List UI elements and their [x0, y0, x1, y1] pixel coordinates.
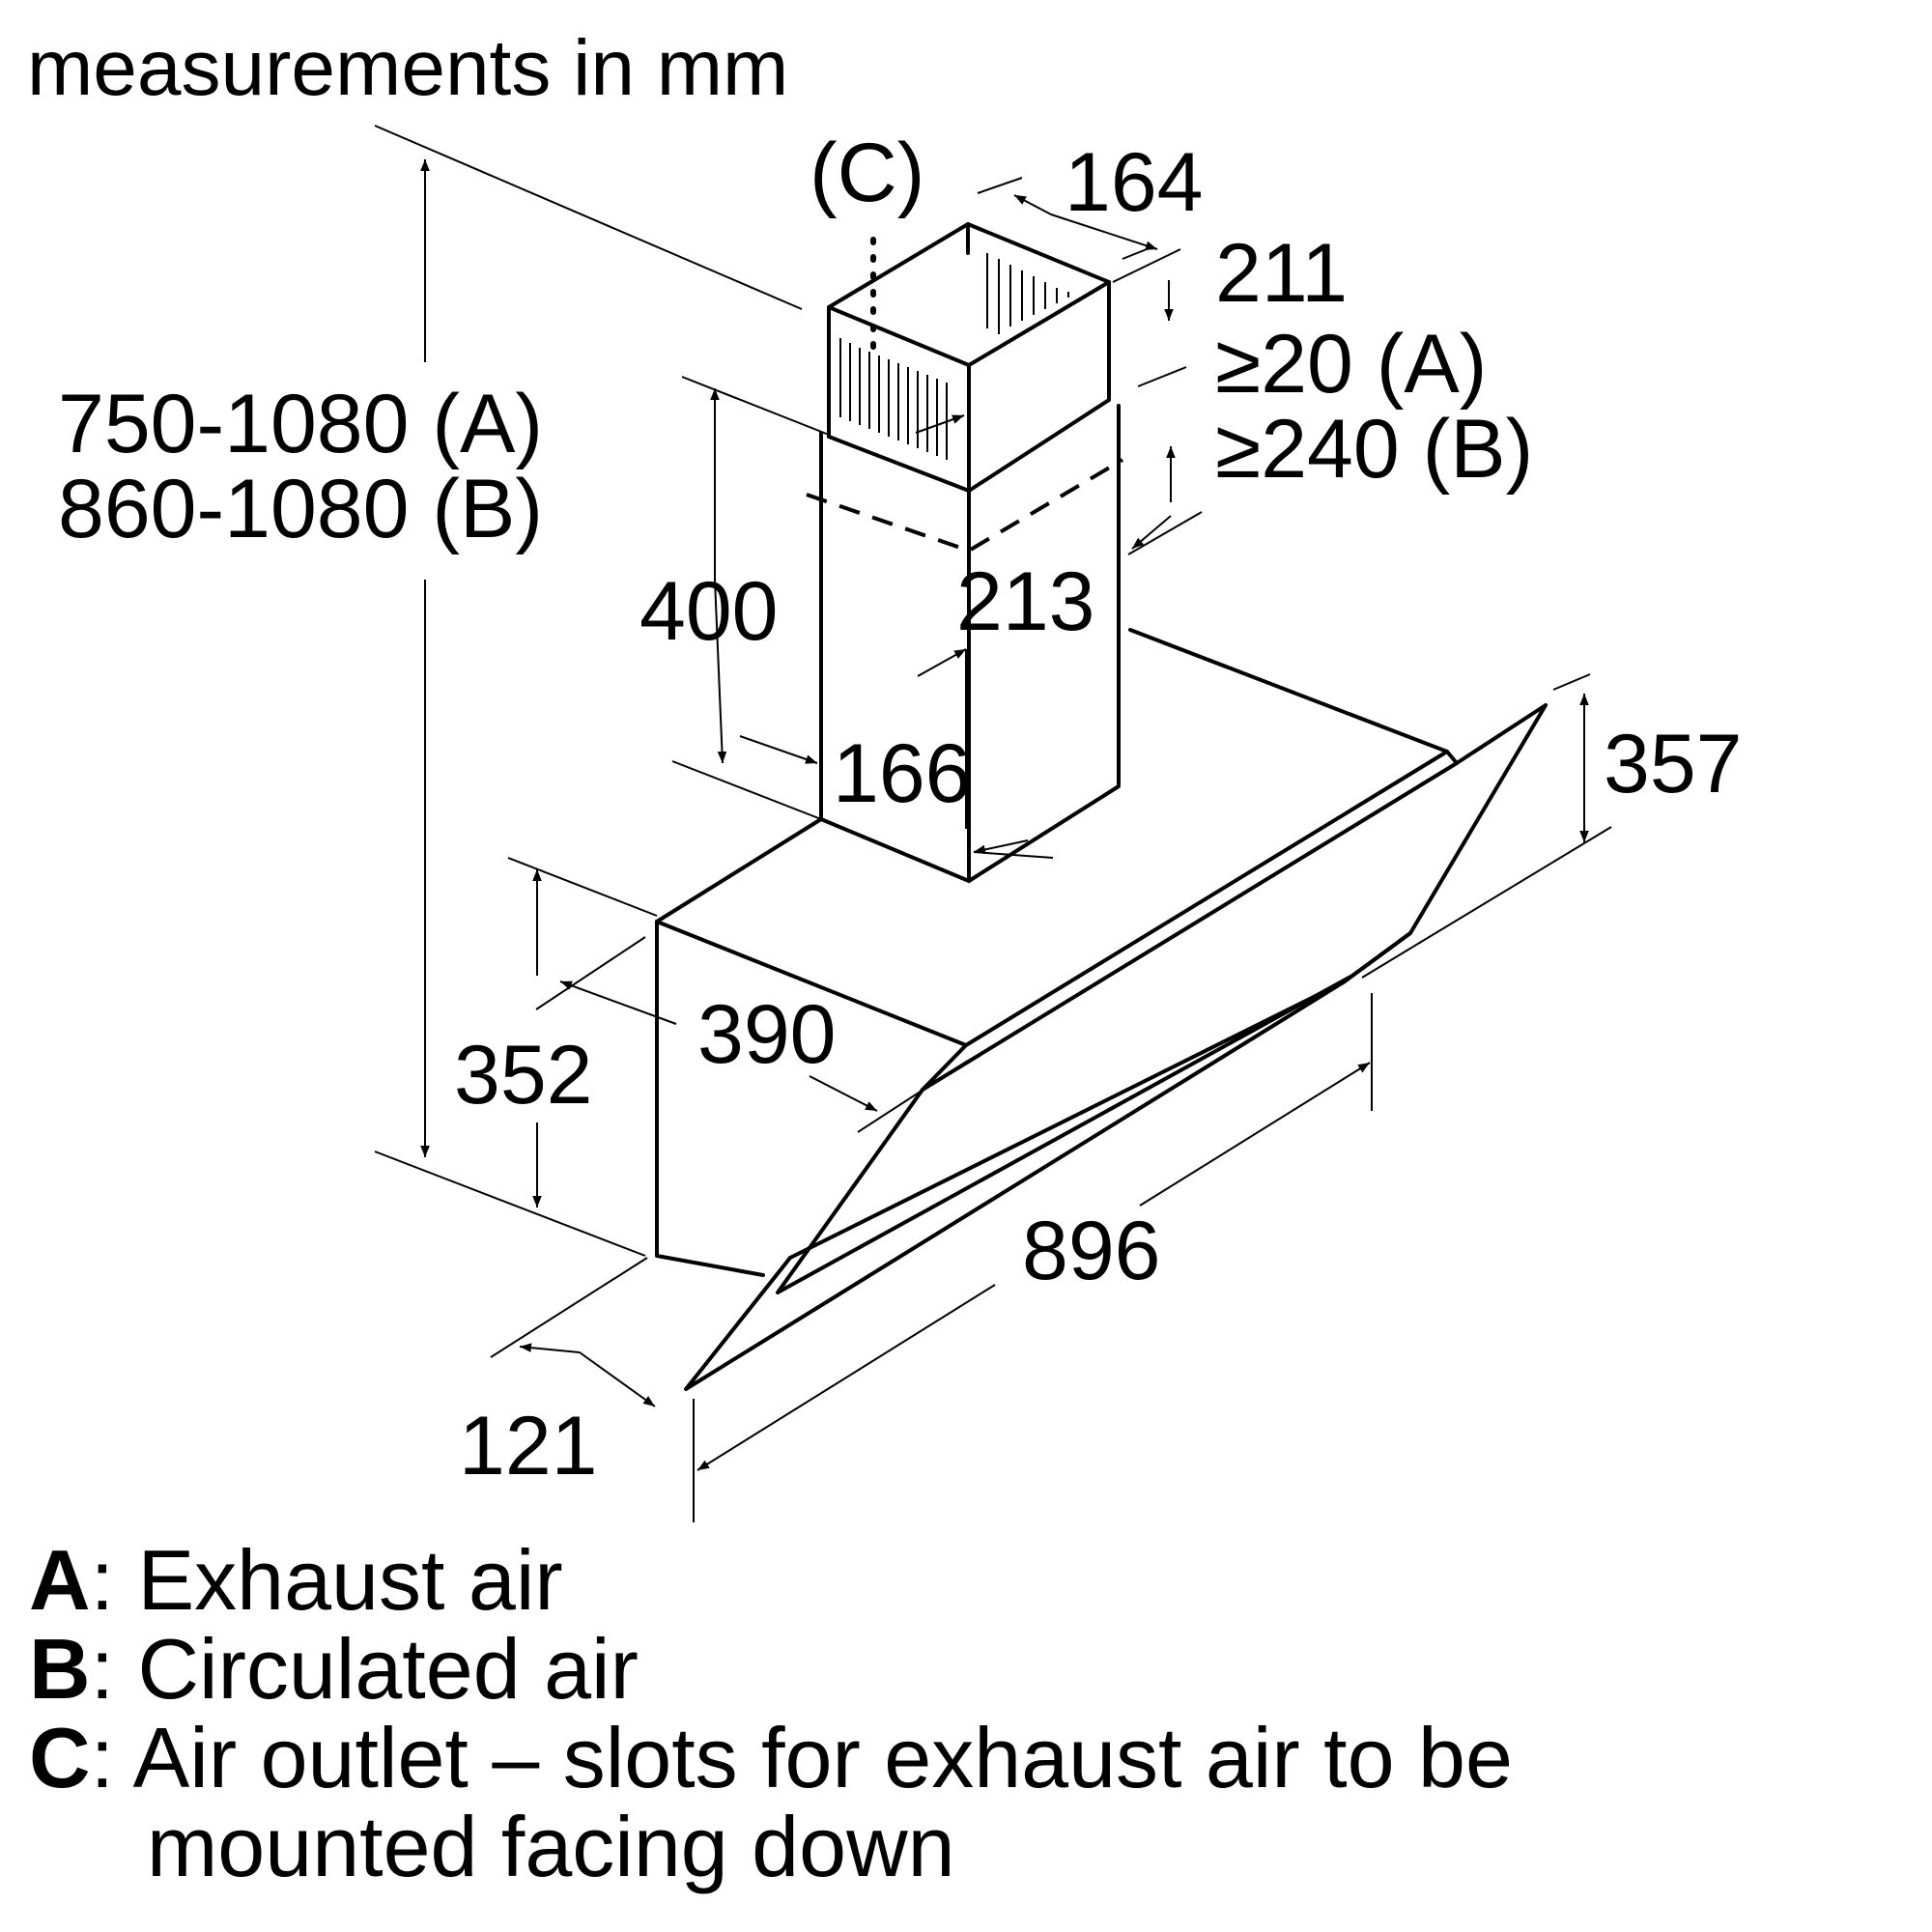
- extension-lines: [374, 125, 1612, 1522]
- dim-chimney-width: 164: [1065, 136, 1204, 229]
- label-outlet-c: (C): [810, 127, 924, 219]
- legend-key: B: [29, 1621, 91, 1717]
- dim-hood-height: 357: [1604, 718, 1743, 810]
- dim-clearance-b: ≥240 (B): [1215, 403, 1533, 496]
- legend: A: Exhaust air B: Circulated air C: Air …: [29, 1536, 1513, 1891]
- legend-key: C: [29, 1710, 91, 1805]
- hood-body: [655, 628, 1548, 1391]
- units-note: measurements in mm: [27, 24, 788, 112]
- dim-total-height-b: 860-1080 (B): [58, 463, 543, 555]
- legend-item-b: B: Circulated air: [29, 1625, 1513, 1714]
- outlet-slots-left: [839, 338, 948, 460]
- dim-chimney-depth-top: 211: [1215, 227, 1348, 320]
- dim-body-depth: 390: [697, 988, 837, 1081]
- dim-bottom-depth: 121: [459, 1400, 598, 1492]
- outlet-slots-right: [986, 253, 1069, 334]
- dim-body-height: 352: [454, 1029, 593, 1122]
- dim-hood-width: 896: [1022, 1205, 1161, 1297]
- dim-chimney-offset: 166: [833, 727, 972, 820]
- dim-chimney-height: 400: [639, 565, 779, 658]
- legend-key: A: [29, 1532, 91, 1628]
- legend-text: : Exhaust air: [90, 1532, 563, 1628]
- legend-item-c: C: Air outlet – slots for exhaust air to…: [29, 1714, 1513, 1803]
- legend-item-a: A: Exhaust air: [29, 1536, 1513, 1625]
- legend-text: : Circulated air: [90, 1621, 639, 1717]
- legend-text: : Air outlet – slots for exhaust air to …: [90, 1710, 1513, 1805]
- dimension-arrows: [420, 159, 1589, 1471]
- dim-clearance-a: ≥20 (A): [1215, 318, 1487, 411]
- legend-item-c-continuation: mounted facing down: [147, 1799, 955, 1894]
- chimney: [806, 222, 1124, 883]
- dim-total-height-a: 750-1080 (A): [58, 378, 543, 470]
- dim-chimney-depth-bottom: 213: [956, 555, 1095, 648]
